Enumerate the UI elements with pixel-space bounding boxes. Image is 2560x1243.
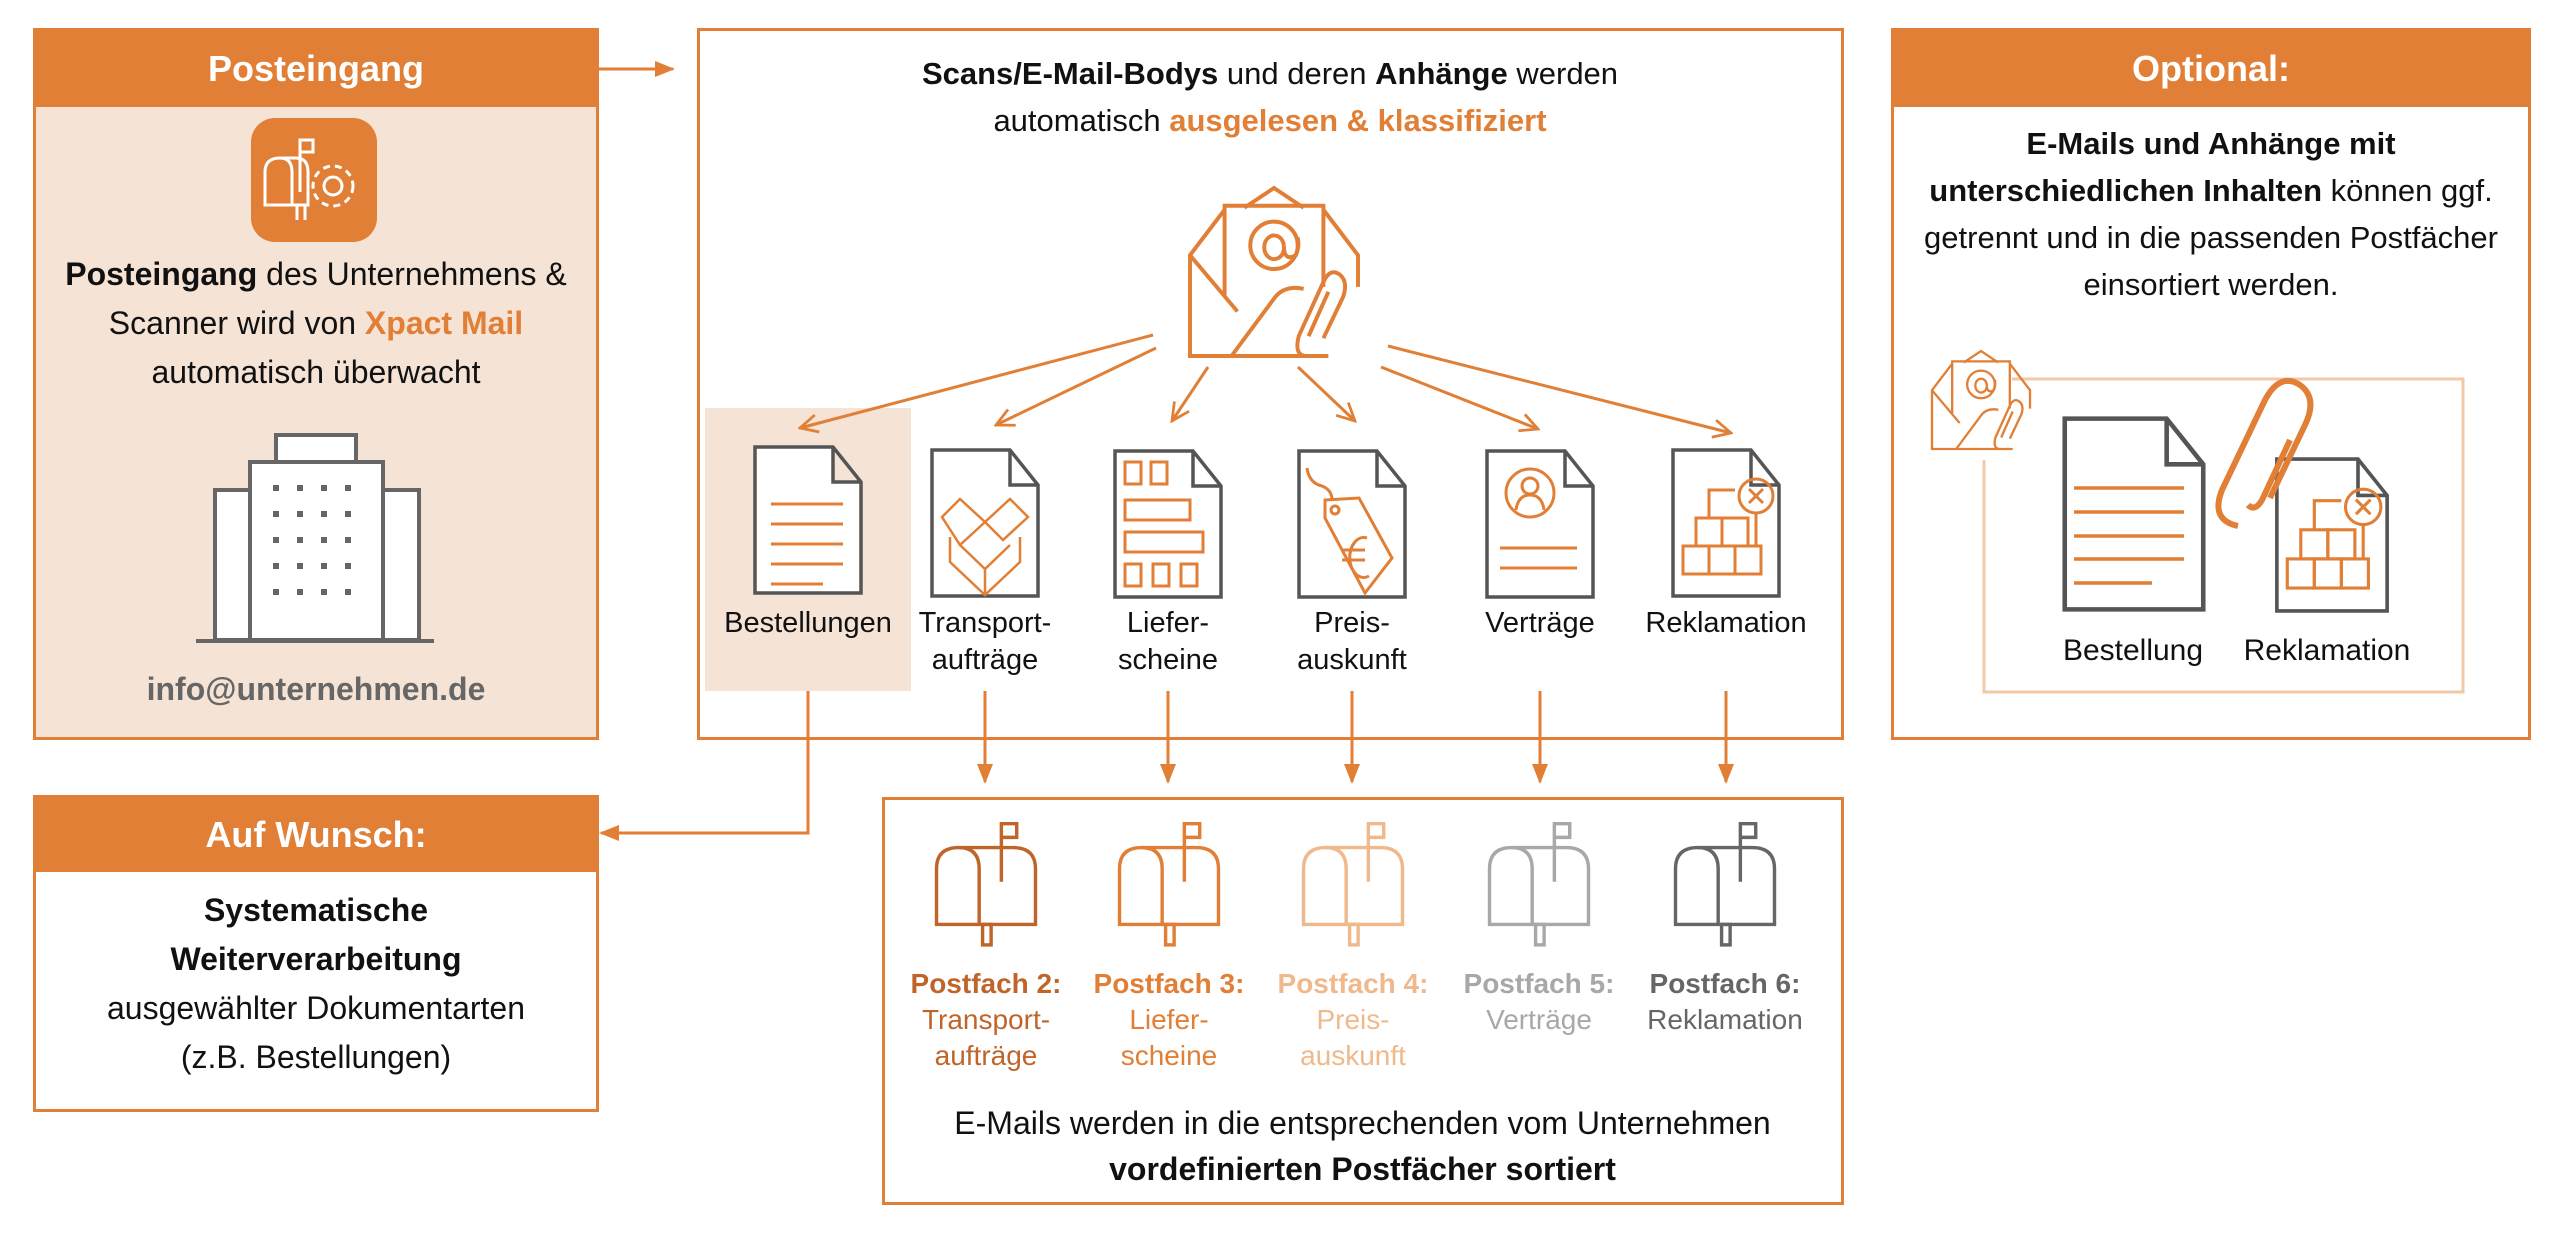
doc-label-line: aufträge [931,644,1039,676]
doc-label-line: Liefer- [1126,607,1210,639]
mailbox-line: Reklamation [1647,1004,1803,1035]
on-request-title: Auf Wunsch: [36,798,596,872]
mailbox-6-label: Postfach 6: Reklamation [1635,966,1815,1038]
process-text-2: werden automatisch [993,56,1619,138]
doc-label-transport: Transport-aufträge [890,605,1080,679]
on-request-description: Systematische Weiterverarbeitung ausgewä… [70,886,562,1082]
optional-title: Optional: [1894,31,2528,107]
optional-text: können ggf. getrennt und in die passende… [1924,173,2498,302]
mailboxes-caption: E-Mails werden in die entsprechenden vom… [940,1100,1785,1192]
mailbox-title: Postfach 5: [1463,968,1615,999]
process-description: Scans/E-Mail-Bodys und deren Anhänge wer… [860,50,1680,144]
inbox-desc-2: automatisch überwacht [151,354,481,390]
mailbox-line: Transport- [921,1004,1051,1035]
doc-label-line: Reklamation [1645,607,1807,639]
process-text-1: und deren [1218,56,1376,91]
inbox-description: Posteingang des Unternehmens & Scanner w… [40,250,592,397]
doc-label-line: Bestellungen [724,607,892,639]
doc-label-orders: Bestellungen [713,605,903,642]
caption-bold: vordefinierten Postfächer sortiert [1109,1151,1616,1187]
mailbox-line: aufträge [934,1040,1038,1071]
inbox-email: info@unternehmen.de [146,671,486,707]
optional-doc1-label: Bestellung [2062,634,2204,667]
on-request-text: ausgewählter Dokumentarten (z.B. Bestell… [106,990,525,1075]
brand-name: Xpact Mail [364,305,524,341]
bestellungen-highlight [705,408,911,691]
mailbox-line: Liefer- [1129,1004,1209,1035]
on-request-panel: Auf Wunsch: [33,795,599,1112]
doc-label-line: Preis- [1314,607,1390,639]
process-bold-1: Scans/E-Mail-Bodys [921,56,1219,91]
doc-label-complaint: Reklamation [1631,605,1821,642]
inbox-desc-1: des Unternehmens & Scanner wird von [108,256,567,341]
optional-doc2-label: Reklamation [2243,634,2411,667]
process-bold-2: Anhänge [1375,56,1508,91]
mailbox-line: auskunft [1300,1040,1406,1071]
doc-label-line: auskunft [1297,644,1407,676]
doc-label-price: Preis-auskunft [1257,605,1447,679]
optional-description: E-Mails und Anhänge mit unterschiedliche… [1915,120,2507,308]
mailbox-title: Postfach 2: [910,968,1062,999]
optional-bold: E-Mails und Anhänge mit unterschiedliche… [1929,126,2396,208]
mailbox-5-label: Postfach 5: Verträge [1449,966,1629,1038]
doc-label-line: Verträge [1485,607,1595,639]
mailbox-title: Postfach 3: [1093,968,1245,999]
caption-text: E-Mails werden in die entsprechenden vom… [954,1105,1771,1141]
mailbox-line: scheine [1120,1040,1218,1071]
on-request-bold: Systematische Weiterverarbeitung [170,892,462,977]
doc-label-line: Transport- [918,607,1052,639]
mailbox-title: Postfach 6: [1649,968,1801,999]
process-highlight: ausgelesen & klassifiziert [1169,103,1547,138]
mailbox-line: Verträge [1486,1004,1592,1035]
doc-label-contracts: Verträge [1445,605,1635,642]
inbox-title: Posteingang [36,31,596,107]
inbox-desc-bold: Posteingang [65,256,258,292]
doc-label-delivery: Liefer-scheine [1073,605,1263,679]
mailbox-line: Preis- [1316,1004,1390,1035]
doc-label-line: scheine [1118,644,1218,676]
mailbox-4-label: Postfach 4: Preis-auskunft [1263,966,1443,1074]
mailbox-2-label: Postfach 2: Transport-aufträge [896,966,1076,1074]
mailbox-title: Postfach 4: [1277,968,1429,999]
mailbox-3-label: Postfach 3: Liefer-scheine [1079,966,1259,1074]
